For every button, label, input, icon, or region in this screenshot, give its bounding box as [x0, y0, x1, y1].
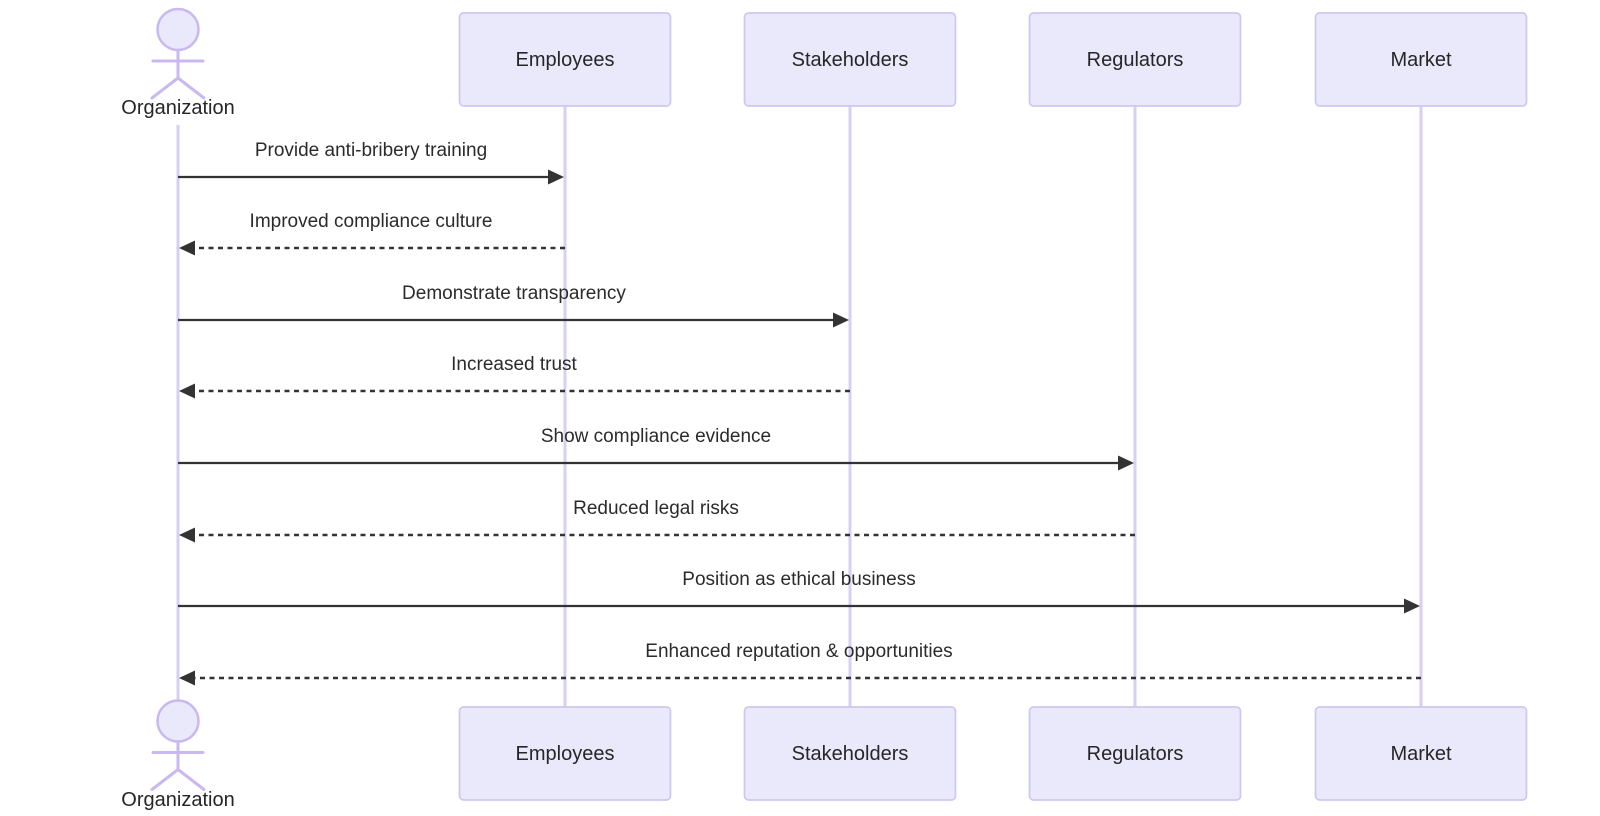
- message-label: Increased trust: [451, 354, 577, 375]
- participant-box: [1028, 12, 1242, 107]
- message-8: Enhanced reputation & opportunities: [179, 641, 1421, 686]
- participant-box: [1314, 12, 1528, 107]
- arrowhead-right-icon: [1118, 455, 1134, 471]
- message-2: Improved compliance culture: [179, 211, 565, 256]
- participant-label: Market: [1390, 49, 1452, 71]
- message-label: Show compliance evidence: [541, 426, 771, 447]
- participant-label: Employees: [516, 743, 615, 765]
- participant-box: [1028, 706, 1242, 801]
- participant-employees-bottom: Employees: [458, 706, 672, 801]
- participants-bottom: Employees Stakeholders Regulators Market: [458, 706, 1528, 801]
- arrowhead-right-icon: [548, 169, 564, 185]
- arrowhead-left-icon: [179, 240, 195, 256]
- message-1: Provide anti-bribery training: [178, 140, 564, 185]
- message-label: Improved compliance culture: [250, 211, 493, 232]
- participant-stakeholders-top: Stakeholders: [743, 12, 957, 107]
- message-label: Position as ethical business: [682, 569, 915, 590]
- participants-top: Employees Stakeholders Regulators Market: [458, 12, 1528, 107]
- actor-leg-left-icon: [150, 768, 180, 791]
- actor-leg-left-icon: [150, 76, 180, 100]
- participant-box: [743, 12, 957, 107]
- actor-organization-bottom: Organization: [121, 699, 235, 811]
- participant-label: Market: [1390, 743, 1452, 765]
- messages: Provide anti-bribery training Improved c…: [178, 140, 1421, 686]
- message-label: Provide anti-bribery training: [255, 140, 487, 161]
- message-5: Show compliance evidence: [178, 426, 1134, 471]
- participant-box: [458, 706, 672, 801]
- message-6: Reduced legal risks: [179, 498, 1135, 543]
- message-label: Reduced legal risks: [573, 498, 739, 519]
- actor-label: Organization: [121, 789, 234, 811]
- participant-box: [743, 706, 957, 801]
- participant-stakeholders-bottom: Stakeholders: [743, 706, 957, 801]
- participant-label: Stakeholders: [792, 743, 909, 765]
- message-7: Position as ethical business: [178, 569, 1420, 614]
- participant-market-top: Market: [1314, 12, 1528, 107]
- participant-box: [458, 12, 672, 107]
- arrowhead-left-icon: [179, 527, 195, 543]
- participant-label: Stakeholders: [792, 49, 909, 71]
- participant-box: [1314, 706, 1528, 801]
- arrowhead-left-icon: [179, 670, 195, 686]
- arrowhead-right-icon: [833, 312, 849, 328]
- arrowhead-left-icon: [179, 383, 195, 399]
- participant-regulators-bottom: Regulators: [1028, 706, 1242, 801]
- message-4: Increased trust: [179, 354, 850, 399]
- participant-employees-top: Employees: [458, 12, 672, 107]
- participant-label: Regulators: [1087, 49, 1184, 71]
- message-label: Enhanced reputation & opportunities: [645, 641, 952, 662]
- participant-regulators-top: Regulators: [1028, 12, 1242, 107]
- actor-head-icon: [156, 7, 200, 52]
- actor-leg-right-icon: [176, 768, 206, 791]
- message-label: Demonstrate transparency: [402, 283, 626, 304]
- arrowhead-right-icon: [1404, 598, 1420, 614]
- actor-head-icon: [156, 699, 200, 743]
- actor-leg-right-icon: [176, 76, 206, 100]
- actor-organization-top: Organization: [121, 7, 235, 119]
- participant-label: Employees: [516, 49, 615, 71]
- message-3: Demonstrate transparency: [178, 283, 849, 328]
- participant-market-bottom: Market: [1314, 706, 1528, 801]
- participant-label: Regulators: [1087, 743, 1184, 765]
- actor-label: Organization: [121, 97, 234, 119]
- lifelines: [176, 106, 1423, 707]
